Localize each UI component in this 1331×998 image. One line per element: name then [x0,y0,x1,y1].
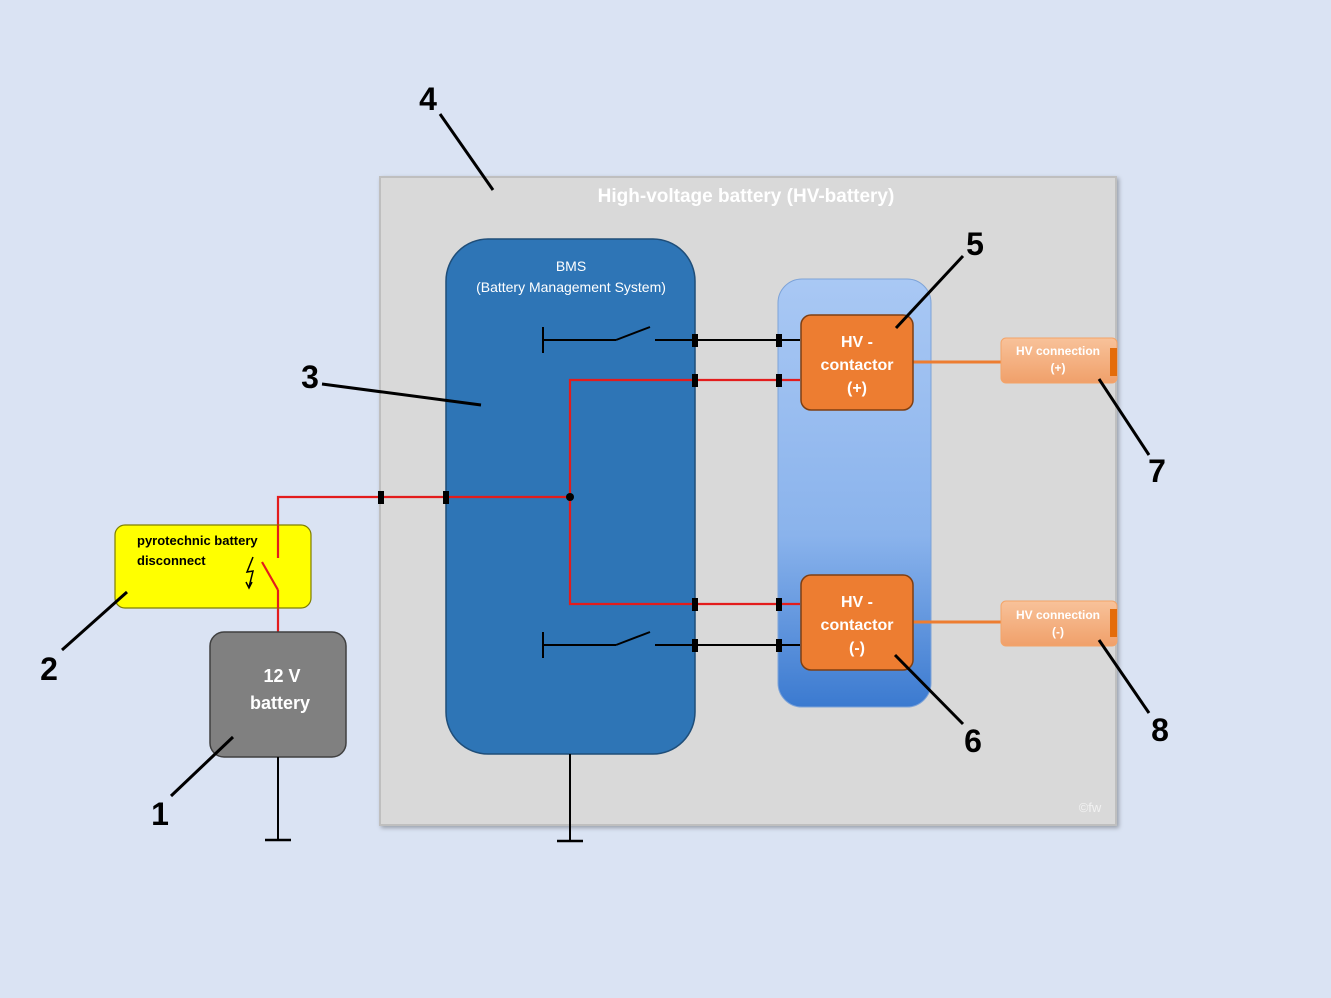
pyro-disconnect-line1: pyrotechnic battery [137,533,258,548]
hv-contactor-plus [800,314,914,411]
pyro-switch [261,525,280,608]
callout-8: 8 [1151,712,1169,748]
lightning-icon [245,556,255,590]
pyro-disconnect-box [114,524,312,609]
callout-leaders [61,113,1151,798]
hv-contactor-minus-line2: contactor [821,617,894,634]
bms-switch-lower [542,631,800,658]
battery-12v-line1: 12 V [263,666,300,686]
wiring-junction [566,493,574,501]
callout-5: 5 [966,226,984,262]
hv-connection-minus-line2: (-) [1052,625,1064,639]
callout-7: 7 [1148,453,1166,489]
hv-connection-minus-terminal [1110,609,1117,637]
bms-title: BMS [556,258,586,274]
bms-subtitle: (Battery Management System) [476,279,666,295]
callout-2: 2 [40,651,58,687]
callout-3: 3 [301,359,319,395]
hv-battery-title: High-voltage battery (HV-battery) [598,186,895,207]
callout-6: 6 [964,723,982,759]
callout-1: 1 [151,796,169,832]
hv-connection-plus-terminal [1110,348,1117,376]
hv-contactor-plus-line2: contactor [821,357,894,374]
hv-contactor-plus-line3: (+) [847,380,867,397]
copyright-text: ©fw [1079,800,1102,815]
hv-connection-plus-line2: (+) [1051,361,1066,375]
bms-switch-upper [542,326,800,353]
pyro-disconnect-line2: disconnect [137,553,206,568]
hv-contactor-plus-line1: HV - [841,334,873,351]
hv-contactor-minus-line3: (-) [849,640,865,657]
hv-contactor-minus [800,574,914,671]
hv-contactor-minus-line1: HV - [841,594,873,611]
hv-connection-plus-line1: HV connection [1016,344,1100,358]
hv-connection-minus-line1: HV connection [1016,608,1100,622]
connector-ticks [378,334,782,652]
callout-4: 4 [419,81,437,117]
battery-12v-line2: battery [250,693,310,713]
